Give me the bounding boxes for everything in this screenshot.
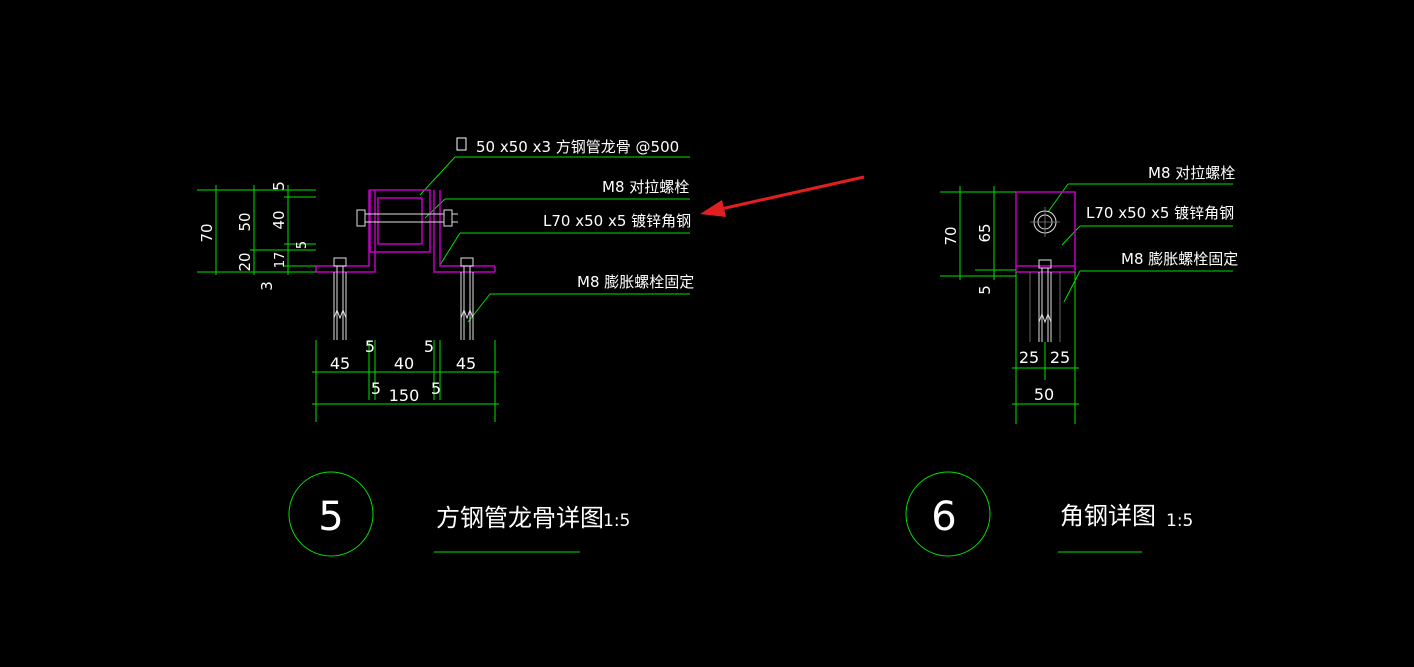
- dim-v-40: 40: [270, 210, 288, 229]
- dim-h-45-right: 45: [456, 354, 476, 373]
- right-angle-inner: [439, 190, 495, 267]
- detail-6: M8 对拉螺栓 L70 x50 x5 镀锌角钢 M8 膨胀螺栓固定 70 65 …: [905, 164, 1238, 557]
- arrow-head-icon: [700, 200, 726, 217]
- left-angle-inner: [316, 190, 370, 267]
- dim-v-17: 17: [273, 252, 288, 269]
- bolt-nut-left: [356, 209, 366, 227]
- dim6-v-65: 65: [976, 223, 994, 242]
- dim6-h-25-left: 25: [1019, 348, 1039, 367]
- vertical-dimensions: 70 50 20 3 5 40 5 17: [197, 181, 316, 291]
- dim-h-5-top-left: 5: [365, 337, 375, 356]
- steel-tube-inner: [377, 197, 423, 245]
- dim-v-3: 3: [258, 281, 276, 291]
- dim-h-5-bot-right: 5: [431, 379, 441, 398]
- label6-anchor: M8 膨胀螺栓固定: [1121, 250, 1238, 268]
- dim-h-5-top-right: 5: [424, 337, 434, 356]
- dim6-v-70: 70: [942, 226, 960, 245]
- steel-tube-outer: [369, 189, 431, 253]
- leader-bolt: [424, 198, 446, 219]
- left-angle: [316, 190, 376, 273]
- detail-6-number: 6: [931, 494, 956, 540]
- detail-6-number-circle: [905, 471, 991, 557]
- detail-5: 50 x50 x3 方钢管龙骨 @500 M8 对拉螺栓 L70 x50 x5 …: [197, 137, 694, 557]
- label6-bolt: M8 对拉螺栓: [1148, 164, 1235, 182]
- dim6-v-5: 5: [976, 285, 994, 295]
- detail-6-scale: 1:5: [1166, 511, 1193, 531]
- detail-5-number: 5: [318, 494, 343, 540]
- label-tube: 50 x50 x3 方钢管龙骨 @500: [476, 138, 679, 156]
- angle-plate: [1015, 191, 1076, 273]
- right-angle: [433, 190, 495, 273]
- square-tube-icon: [456, 137, 467, 151]
- label6-angle: L70 x50 x5 镀锌角钢: [1086, 204, 1234, 222]
- dim-h-45-left: 45: [330, 354, 350, 373]
- horizontal-dimensions: 45 5 40 5 45 5 5 150: [312, 337, 499, 422]
- label-angle: L70 x50 x5 镀锌角钢: [543, 212, 691, 230]
- label-anchor: M8 膨胀螺栓固定: [577, 273, 694, 291]
- dim6-h-50: 50: [1034, 385, 1054, 404]
- dim-v-5-top: 5: [270, 181, 288, 191]
- leader-anchor: [467, 293, 491, 323]
- detail-5-scale: 1:5: [603, 511, 630, 531]
- dim-v-50: 50: [236, 212, 254, 231]
- red-arrow-annotation: [700, 175, 865, 217]
- anchor-bolt-6: [1038, 259, 1052, 342]
- dim-h-150: 150: [389, 386, 420, 405]
- dim-v-70: 70: [198, 223, 216, 242]
- detail-6-title: 角钢详图: [1060, 502, 1156, 530]
- bolt-nut-right: [443, 209, 453, 227]
- detail-5-title: 方钢管龙骨详图: [436, 504, 604, 532]
- dim6-h-25-right: 25: [1050, 348, 1070, 367]
- anchor-bolt-right: [460, 257, 474, 340]
- label-bolt: M8 对拉螺栓: [602, 178, 689, 196]
- dim-v-5-mid: 5: [295, 241, 310, 249]
- leader-angle: [439, 232, 461, 266]
- detail-5-number-circle: [288, 471, 374, 557]
- leader-tube: [419, 156, 456, 196]
- anchor-bolt-left: [333, 257, 347, 340]
- dim-h-40: 40: [394, 354, 414, 373]
- dim-v-20: 20: [236, 252, 254, 271]
- dim-h-5-bot-left: 5: [371, 379, 381, 398]
